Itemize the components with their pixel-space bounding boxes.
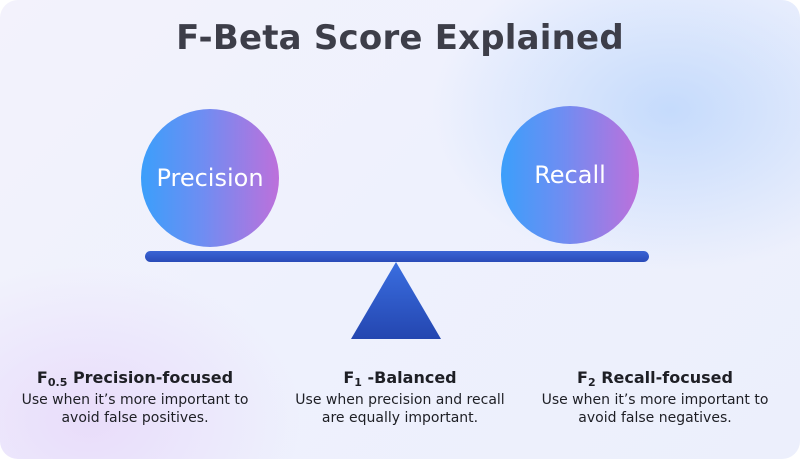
f05-desc-line1: Use when it’s more important to xyxy=(21,392,249,408)
f05-desc-line2: avoid false positives. xyxy=(61,410,209,426)
f2-symbol: F xyxy=(577,368,588,387)
f1-label: F1 -Balanced Use when precision and reca… xyxy=(270,368,530,427)
diagram-title: F-Beta Score Explained xyxy=(176,18,624,58)
f05-subscript: 0.5 xyxy=(47,376,68,389)
f1-desc-line2: are equally important. xyxy=(321,410,479,426)
seesaw-beam xyxy=(145,251,649,262)
f05-heading: F0.5 Precision-focused xyxy=(5,368,265,388)
f2-heading: F2 Recall-focused xyxy=(525,368,785,388)
seesaw-fulcrum-icon xyxy=(351,262,441,339)
f1-symbol: F xyxy=(343,368,355,387)
f2-desc-line1: Use when it’s more important to xyxy=(541,392,769,408)
f1-desc-line1: Use when precision and recall xyxy=(295,392,505,408)
f2-name: Recall-focused xyxy=(601,368,733,387)
f1-name: -Balanced xyxy=(367,368,457,387)
recall-ball-label: Recall xyxy=(534,161,606,189)
f1-description: Use when precision and recall are equall… xyxy=(270,391,530,427)
f1-heading: F1 -Balanced xyxy=(270,368,530,388)
f05-symbol: F xyxy=(36,368,48,387)
f05-label: F0.5 Precision-focused Use when it’s mor… xyxy=(5,368,265,427)
f2-desc-line2: avoid false negatives. xyxy=(578,410,732,426)
precision-ball: Precision xyxy=(141,109,279,247)
f2-description: Use when it’s more important to avoid fa… xyxy=(525,391,785,427)
f05-description: Use when it’s more important to avoid fa… xyxy=(5,391,265,427)
f1-subscript: 1 xyxy=(354,376,362,389)
f2-label: F2 Recall-focused Use when it’s more imp… xyxy=(525,368,785,427)
f2-subscript: 2 xyxy=(587,376,596,389)
f05-name: Precision-focused xyxy=(72,368,234,387)
recall-ball: Recall xyxy=(501,106,639,244)
precision-ball-label: Precision xyxy=(156,164,264,192)
